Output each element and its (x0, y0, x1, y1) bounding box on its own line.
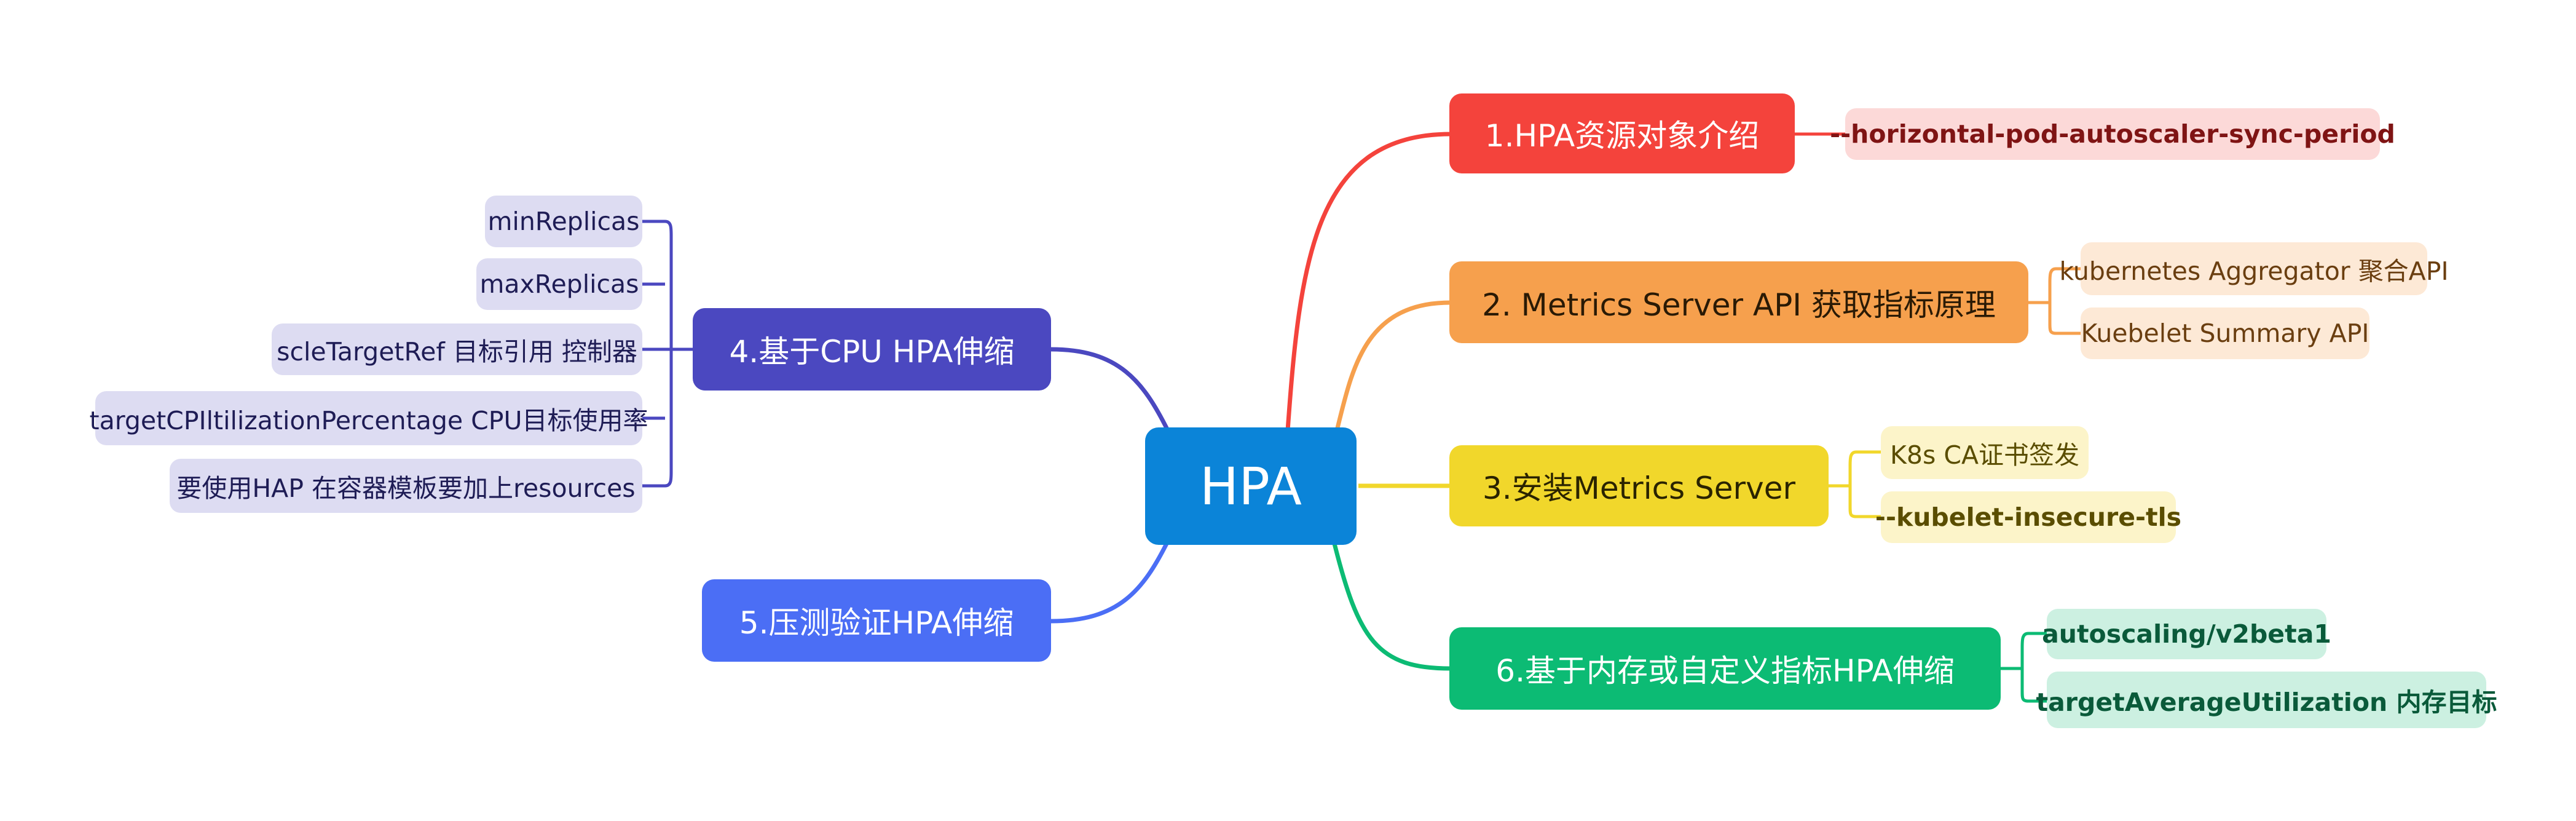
connector-root-t4 (1050, 347, 1170, 432)
topic-load-test-hpa[interactable]: 5.压测验证HPA伸缩 (702, 579, 1051, 662)
connector-root-t2 (1334, 300, 1451, 431)
connector-root-t5 (1050, 540, 1170, 624)
topic-memory-custom-metrics-hpa[interactable]: 6.基于内存或自定义指标HPA伸缩 (1449, 627, 2001, 710)
connector-root-t1 (1285, 132, 1451, 431)
topic-metrics-server-api[interactable]: 2. Metrics Server API 获取指标原理 (1449, 261, 2028, 343)
leaf-kubelet-summary-api[interactable]: Kuebelet Summary API (2081, 307, 2369, 359)
leaf-max-replicas[interactable]: maxReplicas (476, 258, 642, 310)
topic-install-metrics-server[interactable]: 3.安装Metrics Server (1449, 445, 1829, 526)
leaf-target-average-utilization[interactable]: targetAverageUtilization 内存目标 (2036, 672, 2497, 728)
connector-t3-leaves (1829, 450, 1881, 518)
leaf-container-resources[interactable]: 要使用HAP 在容器模板要加上resources (170, 459, 642, 513)
leaf-min-replicas[interactable]: minReplicas (485, 196, 642, 247)
connector-t6-leaves (2001, 632, 2047, 703)
leaf-scale-target-ref[interactable]: scleTargetRef 目标引用 控制器 (272, 323, 642, 375)
leaf-autoscaling-v2beta1[interactable]: autoscaling/v2beta1 (2042, 609, 2331, 659)
leaf-kubelet-insecure-tls[interactable]: --kubelet-insecure-tls (1875, 491, 2181, 543)
leaf-kubernetes-aggregator[interactable]: kubernetes Aggregator 聚合API (2059, 242, 2449, 295)
leaf-target-cpu-utilization[interactable]: targetCPIltilizationPercentage CPU目标使用率 (90, 391, 648, 445)
leaf-sync-period-flag[interactable]: --horizontal-pod-autoscaler-sync-period (1830, 108, 2395, 160)
topic-cpu-hpa-scaling[interactable]: 4.基于CPU HPA伸缩 (693, 308, 1051, 391)
connector-t2-leaves (2028, 267, 2081, 335)
topic-hpa-resource-intro[interactable]: 1.HPA资源对象介绍 (1449, 93, 1795, 173)
leaf-k8s-ca-cert[interactable]: K8s CA证书签发 (1881, 426, 2089, 479)
root-node-hpa[interactable]: HPA (1145, 427, 1357, 545)
connector-root-t6 (1331, 541, 1451, 671)
